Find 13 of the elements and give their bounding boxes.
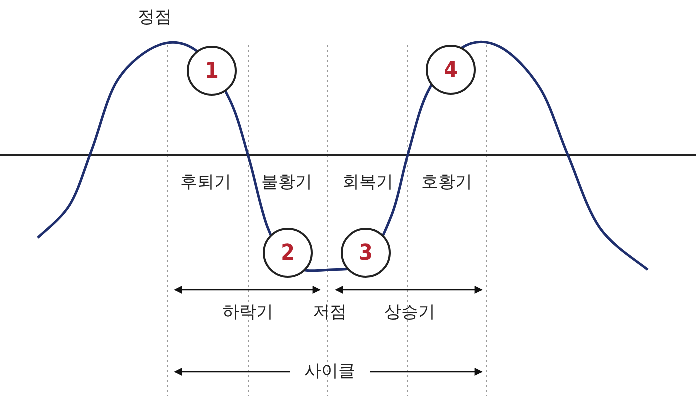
trough-label: 저점 (313, 304, 347, 322)
numbered-circle: 2 (263, 228, 313, 278)
peak-label: 정점 (138, 10, 172, 26)
cycle-label: 사이클 (304, 364, 356, 380)
phase-label: 후퇴기 (180, 174, 232, 192)
phase-label: 회복기 (342, 174, 394, 192)
period-label: 하락기 (222, 304, 274, 322)
numbered-circle: 1 (187, 46, 237, 96)
period-label: 상승기 (384, 304, 436, 322)
phase-label: 불황기 (262, 174, 312, 192)
phase-label: 호황기 (422, 174, 472, 192)
numbered-circle: 3 (341, 228, 391, 278)
numbered-circle: 4 (426, 45, 476, 95)
